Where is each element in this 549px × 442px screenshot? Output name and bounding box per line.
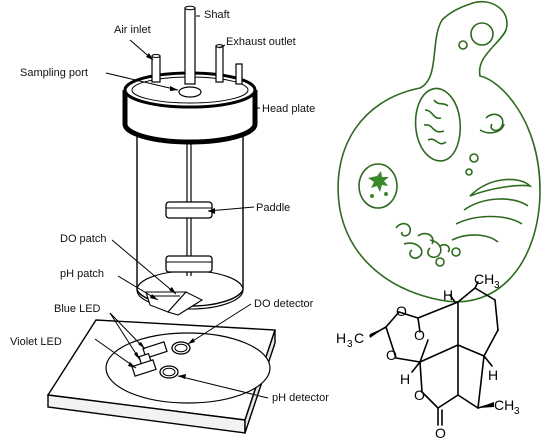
atom-o-lactone: O [414,387,425,403]
label-ph-detector: pH detector [272,392,329,404]
paddle-upper [165,201,213,219]
atom-o-carbonyl: O [435,425,446,441]
atom-h-right: H [488,367,498,383]
bioreactor-diagram: Shaft Air inlet Exhaust outlet Sampling … [10,5,329,434]
violet-led [131,359,157,377]
label-do-patch: DO patch [60,233,106,245]
small-organelles [465,113,505,176]
label-violet-led: Violet LED [10,336,62,348]
mitochondrion-organelle [414,87,462,162]
vesicles [395,222,451,267]
shaft-top [184,5,196,85]
svg-text:CH: CH [494,397,514,413]
air-inlet-tube [151,54,161,83]
atom-ch3-top: CH 3 [474,271,500,291]
svg-text:3: 3 [514,406,520,417]
label-air-inlet: Air inlet [114,24,151,36]
stereo-wedges [370,327,494,408]
leader-lines [94,15,269,399]
atom-h-top: H [443,287,453,303]
label-do-detector: DO detector [254,298,314,310]
do-detector [171,341,191,355]
atom-ch3-bottom: CH 3 [494,397,520,417]
side-tube [235,63,243,85]
tag-hole-inner [458,40,468,50]
glass-vessel [136,135,244,310]
svg-text:C: C [354,330,364,346]
parasite-illustration [337,0,541,303]
exhaust-outlet-tube [215,44,224,83]
svg-text:H: H [336,330,346,346]
atom-o-ring: O [386,347,397,363]
svg-text:3: 3 [494,280,500,291]
nucleus-organelle [358,163,398,209]
label-exhaust-outlet: Exhaust outlet [226,36,296,48]
atom-o-peroxide-2: O [414,327,425,343]
atom-h3c-left: H 3 C [336,330,364,350]
svg-text:3: 3 [347,339,353,350]
molecule-structure: H CH 3 H 3 C O O O H O H CH 3 O [336,271,520,441]
sensor-base-plate [46,319,276,434]
atom-o-peroxide-1: O [396,303,407,319]
label-sampling-port: Sampling port [20,67,88,79]
label-blue-led: Blue LED [54,303,101,315]
leader-arrowheads [128,53,215,379]
label-head-plate: Head plate [262,103,315,115]
svg-text:CH: CH [474,271,494,287]
tag-hole [470,22,494,46]
ph-detector [159,365,179,379]
label-shaft: Shaft [204,9,230,21]
do-patch [167,291,204,316]
parasite-body-outline [337,0,541,303]
label-ph-patch: pH patch [60,268,104,280]
atom-h-mid: H [400,371,410,387]
paddle-lower [165,255,213,273]
sampling-port [178,86,202,98]
golgi-apparatus [451,178,533,257]
label-paddle: Paddle [256,202,290,214]
